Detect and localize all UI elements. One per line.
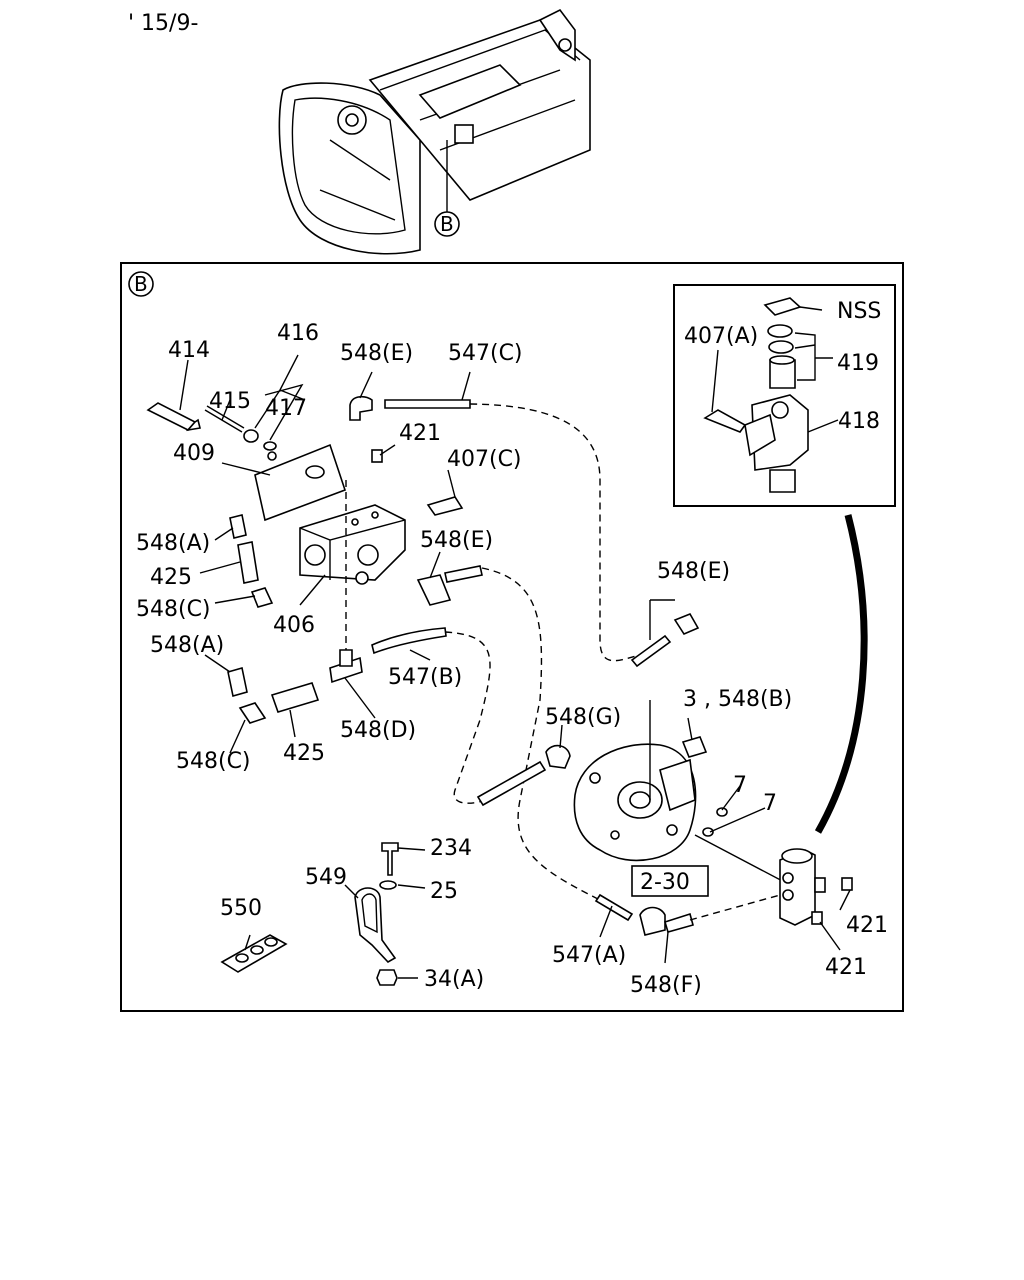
- label-nss: NSS: [837, 299, 881, 324]
- valve-body-right: [779, 848, 826, 926]
- bolt-234: [381, 842, 399, 876]
- leader-548e-right: [649, 599, 675, 640]
- panel-callout-circle: [128, 271, 154, 297]
- body-418: [744, 394, 809, 493]
- fitting-548a-lower: [227, 666, 248, 698]
- label-547a: 547(A): [552, 943, 626, 968]
- elbow-548c-upper: [250, 587, 274, 608]
- label-548g: 548(G): [545, 705, 621, 730]
- ring-7-a: [716, 807, 728, 817]
- label-548e-1: 548(E): [340, 341, 413, 366]
- plug-416: [243, 429, 259, 443]
- label-550: 550: [220, 896, 262, 921]
- pipe-547b: [371, 627, 447, 655]
- elbow-548g: [545, 744, 571, 769]
- ring-7-b: [702, 827, 714, 837]
- pipe-547a: [594, 893, 634, 922]
- ref-box-text: 2-30: [640, 870, 690, 895]
- label-547c: 547(C): [448, 341, 523, 366]
- line-547b-route: [444, 631, 501, 804]
- label-548c-2: 548(C): [176, 749, 251, 774]
- label-3-548b: 3 , 548(B): [683, 687, 792, 712]
- transmission-overview: B: [278, 8, 591, 255]
- label-548a-1: 548(A): [136, 531, 210, 556]
- detail-panel-frame: [120, 262, 904, 1012]
- label-421-3: 421: [825, 955, 867, 980]
- line-route-mid: [481, 567, 601, 901]
- label-548e-2: 548(E): [420, 528, 493, 553]
- plug-421-right-b: [811, 911, 823, 925]
- adapter-425-upper: [237, 541, 259, 584]
- washer-25: [379, 880, 397, 890]
- label-407a: 407(A): [684, 324, 758, 349]
- overview-callout-b: B: [440, 212, 454, 236]
- fitting-3-548b: [681, 736, 708, 758]
- valve-block-406: [254, 443, 406, 585]
- label-548e-3: 548(E): [657, 559, 730, 584]
- label-421-1: 421: [399, 421, 441, 446]
- label-25: 25: [430, 879, 458, 904]
- nss-cap: [763, 297, 802, 316]
- label-548d: 548(D): [340, 718, 416, 743]
- label-421-2: 421: [846, 913, 888, 938]
- label-547b: 547(B): [388, 665, 462, 690]
- inset-frame: [673, 284, 896, 507]
- pipe-547c: [384, 399, 471, 409]
- label-416: 416: [277, 321, 319, 346]
- line-547c-route: [469, 403, 641, 662]
- date-code: ' 15/9-: [128, 11, 198, 36]
- label-406: 406: [273, 613, 315, 638]
- label-548f: 548(F): [630, 973, 702, 998]
- bolt-407a: [703, 409, 747, 433]
- fitting-548a-upper: [229, 514, 247, 539]
- clip-549: [354, 887, 397, 964]
- label-417: 417: [265, 396, 307, 421]
- label-234: 234: [430, 836, 472, 861]
- bolt-407c: [426, 496, 464, 516]
- label-7-2: 7: [763, 791, 777, 816]
- elbow-548e-top: [349, 395, 373, 421]
- callout-b-circle: [434, 211, 460, 237]
- elbow-548e-right: [673, 612, 700, 636]
- label-548c-1: 548(C): [136, 597, 211, 622]
- label-7-1: 7: [733, 773, 747, 798]
- label-419: 419: [837, 351, 879, 376]
- label-407c: 407(C): [447, 447, 522, 472]
- ring-417: [263, 441, 277, 451]
- plug-421-right-a: [841, 877, 853, 891]
- ring-419-a: [767, 324, 793, 338]
- label-415: 415: [209, 389, 251, 414]
- nut-34a: [376, 969, 398, 986]
- label-549: 549: [305, 865, 347, 890]
- leader-lines: [179, 306, 851, 979]
- line-548f-route: [689, 894, 781, 921]
- line-to-right-valve: [694, 834, 791, 886]
- spring-415: [204, 405, 245, 433]
- label-418: 418: [838, 409, 880, 434]
- ring-419-b: [768, 340, 794, 354]
- label-414: 414: [168, 338, 210, 363]
- elbow-548e-mid: [416, 574, 452, 606]
- label-425-1: 425: [150, 565, 192, 590]
- elbow-548c-lower: [238, 702, 267, 724]
- label-34a: 34(A): [424, 967, 484, 992]
- label-548a-2: 548(A): [150, 633, 224, 658]
- ref-box-2-30: [631, 865, 709, 897]
- thick-hose: [814, 514, 868, 834]
- adapter-425-lower: [270, 682, 320, 713]
- plug-421-top: [371, 449, 383, 463]
- label-409: 409: [173, 441, 215, 466]
- bolt-414: [146, 402, 201, 432]
- label-425-2: 425: [283, 741, 325, 766]
- main-valve-unit: [573, 743, 697, 862]
- panel-callout-b: B: [134, 272, 148, 296]
- fitting-548f: [639, 906, 666, 936]
